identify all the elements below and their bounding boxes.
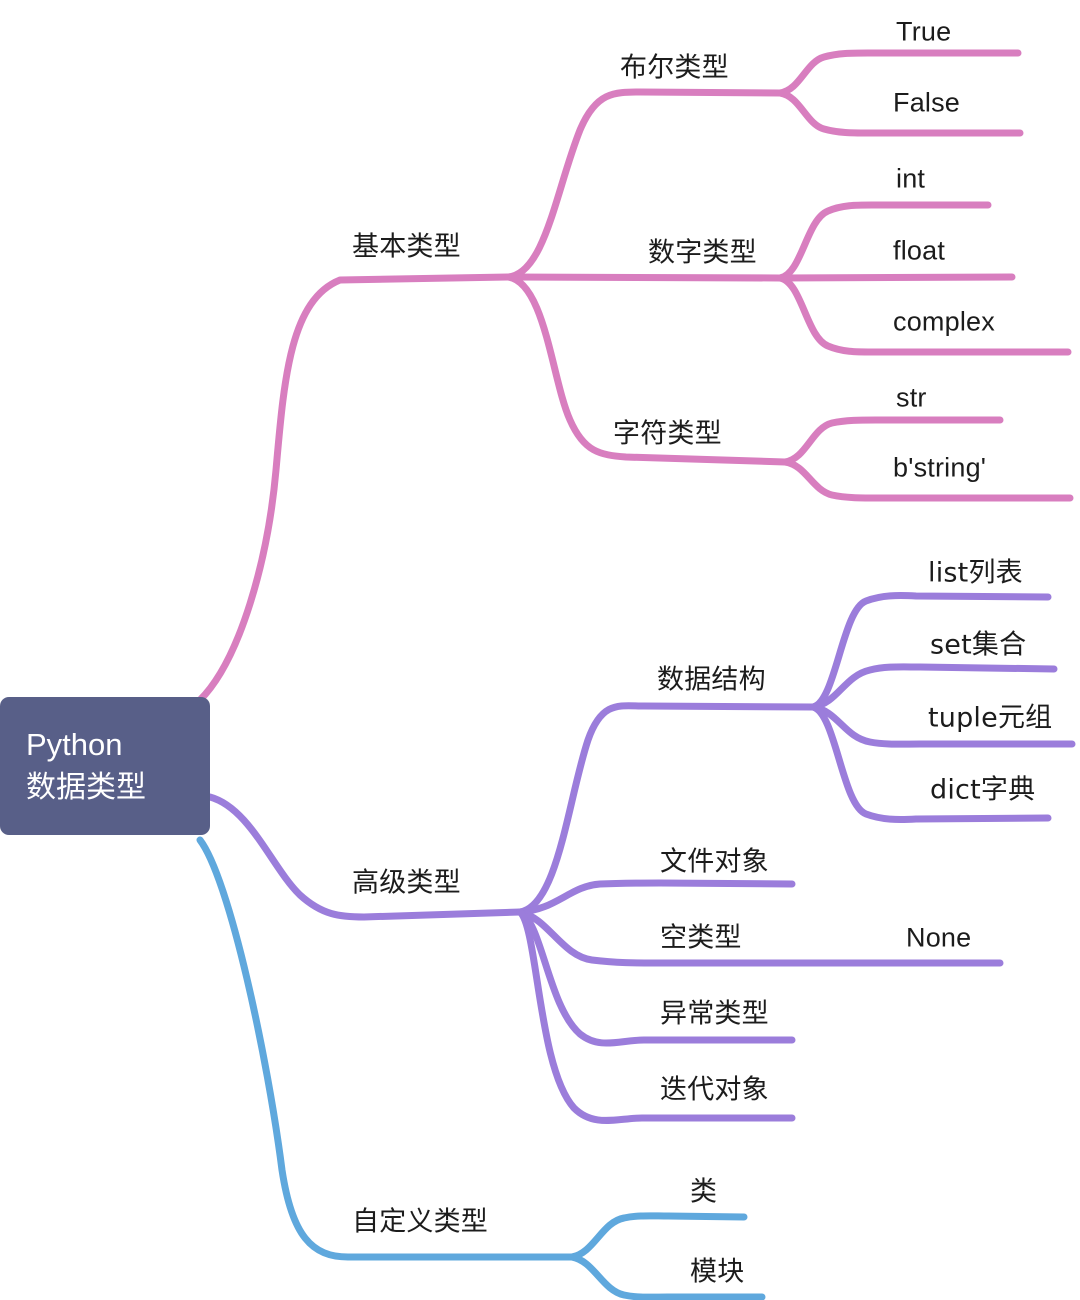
edge-custom-to-class xyxy=(568,1212,748,1261)
node-complex[interactable]: complex xyxy=(893,306,995,337)
edge-advanced-to-iterator-object xyxy=(516,908,796,1124)
node-advanced-types[interactable]: 高级类型 xyxy=(352,867,461,899)
edge-advanced-to-none-type xyxy=(516,908,1004,967)
node-float[interactable]: float xyxy=(893,235,946,266)
node-int[interactable]: int xyxy=(896,163,926,194)
edge-bool-to-false xyxy=(776,89,1024,137)
node-number-type[interactable]: 数字类型 xyxy=(648,237,757,269)
node-module[interactable]: 模块 xyxy=(690,1256,745,1288)
node-iterator-object[interactable]: 迭代对象 xyxy=(660,1074,769,1106)
node-none-type[interactable]: 空类型 xyxy=(660,922,742,954)
node-bool-type[interactable]: 布尔类型 xyxy=(620,52,729,84)
root-node-line-2: 数据类型 xyxy=(26,769,146,805)
edge-root-to-advanced-types xyxy=(206,793,524,921)
edge-number-to-float xyxy=(776,273,1016,282)
edge-char-to-bytes xyxy=(781,458,1074,502)
node-none[interactable]: None xyxy=(906,922,972,953)
edge-datastructures-to-list xyxy=(809,592,1052,711)
edge-basic-to-number xyxy=(504,273,784,282)
edge-basic-to-char xyxy=(504,273,789,466)
node-tuple[interactable]: tuple元组 xyxy=(928,702,1053,734)
root-node-line-1: Python xyxy=(26,727,123,763)
edge-root-to-custom-types xyxy=(196,836,576,1261)
node-data-structures[interactable]: 数据结构 xyxy=(657,664,766,696)
edge-datastructures-to-dict xyxy=(809,703,1052,823)
edge-advanced-to-datastructures xyxy=(516,702,817,916)
root-node[interactable]: Python 数据类型 xyxy=(0,697,210,835)
node-list[interactable]: list列表 xyxy=(928,557,1023,589)
edge-advanced-to-file-object xyxy=(516,879,796,916)
node-class[interactable]: 类 xyxy=(690,1176,718,1208)
edge-advanced-to-exception-type xyxy=(516,908,796,1047)
node-custom-types[interactable]: 自定义类型 xyxy=(352,1206,488,1238)
node-false[interactable]: False xyxy=(893,87,961,118)
edge-number-to-int xyxy=(776,201,992,282)
edge-number-to-complex xyxy=(776,274,1072,356)
edge-char-to-str xyxy=(781,416,1004,466)
node-set[interactable]: set集合 xyxy=(930,629,1027,661)
edge-root-to-basic-types xyxy=(196,273,512,704)
node-file-object[interactable]: 文件对象 xyxy=(660,846,769,878)
node-str[interactable]: str xyxy=(896,382,927,413)
node-char-type[interactable]: 字符类型 xyxy=(613,418,722,450)
edge-bool-to-true xyxy=(776,49,1022,97)
node-basic-types[interactable]: 基本类型 xyxy=(352,231,461,263)
node-dict[interactable]: dict字典 xyxy=(930,774,1036,806)
edge-datastructures-to-tuple xyxy=(809,703,1076,748)
edge-custom-to-module xyxy=(568,1253,766,1300)
edge-datastructures-to-set xyxy=(809,663,1058,711)
edge-basic-to-bool xyxy=(504,88,784,281)
node-bytes-string[interactable]: b'string' xyxy=(893,452,987,483)
node-exception-type[interactable]: 异常类型 xyxy=(660,998,769,1030)
node-true[interactable]: True xyxy=(896,16,952,47)
